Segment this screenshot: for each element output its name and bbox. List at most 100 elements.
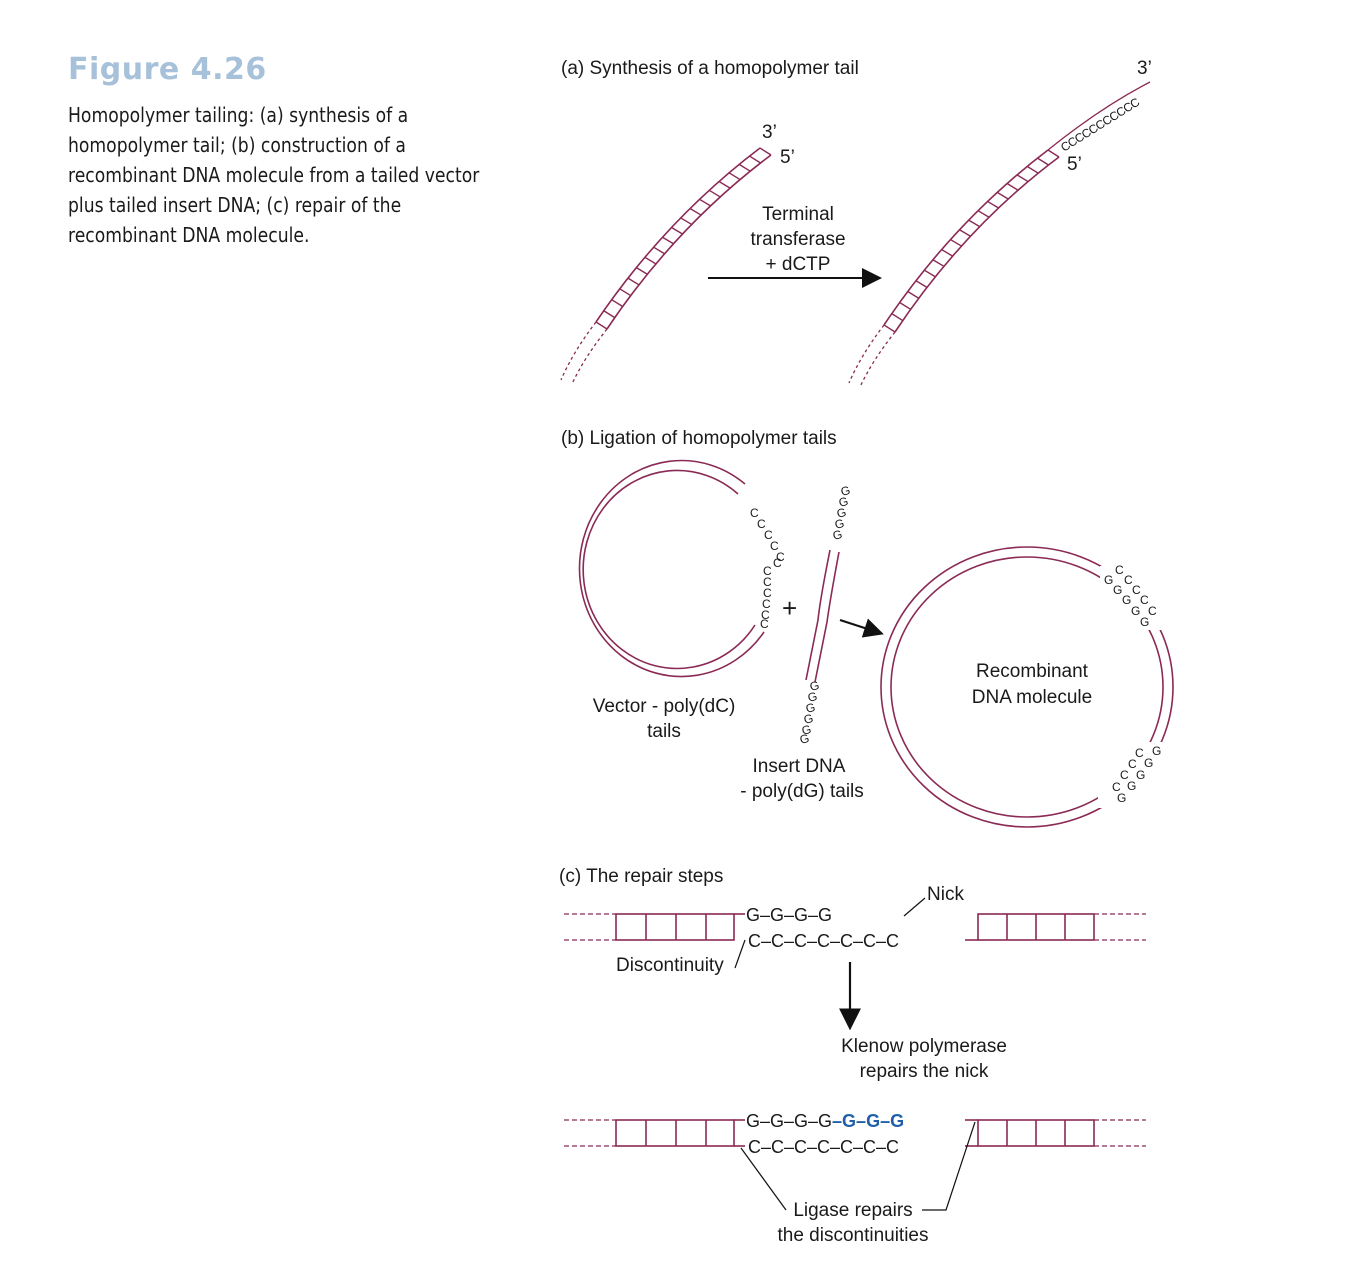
- base-pair-rung: [749, 155, 761, 164]
- g-base: G: [1117, 791, 1126, 805]
- base-pair-rung: [1016, 174, 1029, 183]
- g-base: G: [806, 689, 819, 705]
- base-pair-rung: [950, 238, 962, 247]
- klenow-label-line1: Klenow polymerase: [841, 1036, 1007, 1057]
- top-strand-g-bases: G–G–G–G: [746, 905, 832, 925]
- g-base: G: [835, 505, 848, 521]
- ligase-label-line2: the discontinuities: [777, 1225, 928, 1246]
- g-base: G: [1136, 768, 1145, 782]
- g-base: G: [1104, 573, 1113, 587]
- base-pair-rung: [883, 324, 896, 333]
- c-base: C: [1112, 780, 1121, 794]
- c-base: C: [776, 550, 785, 564]
- nick-label: Nick: [927, 884, 964, 905]
- base-pair-rung: [728, 172, 741, 181]
- g-base: G: [1140, 615, 1149, 629]
- base-pair-rung: [1037, 157, 1049, 166]
- base-pair-rung: [611, 299, 624, 308]
- base-pair-rung: [907, 290, 920, 299]
- panel-a-right-base-pairs: [883, 149, 1060, 333]
- g-base: G: [802, 711, 815, 727]
- g-base: G: [798, 731, 811, 747]
- g-base: G: [1113, 583, 1122, 597]
- g-base: G: [1131, 604, 1140, 618]
- c-base: C: [1128, 757, 1137, 771]
- vector-label-line1: Vector - poly(dC): [593, 696, 736, 717]
- left-5prime-label: 5’: [780, 147, 795, 168]
- recombinant-label-line1: Recombinant: [976, 661, 1089, 682]
- base-pair-rung: [1047, 149, 1060, 158]
- c-base: C: [763, 586, 772, 600]
- nick-pointer: [903, 897, 926, 917]
- base-pair-rung: [941, 248, 953, 257]
- base-pair-rung: [603, 310, 616, 319]
- base-pair-rung: [627, 277, 640, 286]
- panel-c-heading: (c) The repair steps: [559, 866, 723, 887]
- c-base: C: [762, 597, 771, 611]
- panel-a-left-base-pairs: [595, 147, 772, 330]
- g-base: G: [839, 483, 852, 499]
- c-base: C: [1132, 583, 1141, 597]
- base-pair-rung: [915, 280, 928, 289]
- g-base: G: [833, 516, 846, 532]
- ligase-pointer-right: [922, 1121, 976, 1211]
- c-base: C: [1148, 604, 1157, 618]
- c-base: C: [770, 539, 779, 553]
- duplex-before-repair: G–G–G–G C–C–C–C–C–C–C: [564, 905, 1146, 951]
- c-base: C: [1140, 593, 1149, 607]
- g-base: G: [831, 527, 844, 543]
- g-base: G: [808, 678, 821, 694]
- discontinuity-label: Discontinuity: [616, 955, 724, 976]
- c-base: C: [760, 617, 769, 631]
- base-pair-rung: [1006, 182, 1019, 191]
- figure-caption: Homopolymer tailing: (a) synthesis of a …: [68, 103, 480, 247]
- c-base: C: [761, 608, 770, 622]
- recombinant-label-line2: DNA molecule: [972, 687, 1092, 708]
- panel-b: (b) Ligation of homopolymer tails CCCCCC…: [561, 428, 1174, 828]
- bottom-strand-c-bases-after: C–C–C–C–C–C–C: [748, 1137, 899, 1157]
- top-strand-original-g-bases: G–G–G–G–G–G–G: [746, 1111, 904, 1131]
- insert-label-line1: Insert DNA: [753, 756, 846, 777]
- base-pair-rung: [899, 301, 912, 310]
- base-pair-rung: [689, 207, 702, 216]
- c-base: C: [763, 564, 772, 578]
- left-3prime-label: 3’: [762, 122, 777, 143]
- right-3prime-label: 3’: [1137, 58, 1152, 79]
- base-pair-rung: [644, 256, 657, 265]
- vector-label-line2: tails: [647, 721, 681, 742]
- base-pair-rung: [959, 229, 971, 237]
- panel-a-right-dna: [848, 81, 1151, 388]
- base-pair-rung: [718, 180, 731, 189]
- enzyme-label-line1: Terminal: [762, 204, 834, 225]
- g-base: G: [837, 494, 850, 510]
- plus-sign: +: [782, 593, 797, 623]
- base-pair-rung: [759, 147, 772, 156]
- enzyme-label-line2: transferase: [750, 229, 845, 250]
- base-pair-rung: [891, 313, 904, 322]
- c-base: C: [757, 517, 766, 531]
- base-pair-rung: [619, 288, 632, 297]
- base-pair-rung: [968, 219, 981, 228]
- c-base: C: [763, 575, 772, 589]
- panel-a-heading: (a) Synthesis of a homopolymer tail: [561, 58, 859, 79]
- base-pair-rung: [671, 226, 683, 235]
- ligase-pointer-left: [740, 1147, 787, 1211]
- c-base: C: [1135, 746, 1144, 760]
- c-base: C: [1120, 768, 1129, 782]
- g-base: G: [1144, 756, 1153, 770]
- base-pair-rung: [653, 246, 665, 255]
- insert-label-line2: - poly(dG) tails: [740, 781, 864, 802]
- panel-c: (c) The repair steps G–G–G–G C–C–C–C–C–C…: [559, 866, 1146, 1246]
- g-base: G: [804, 700, 817, 716]
- klenow-label-line2: repairs the nick: [860, 1061, 989, 1082]
- enzyme-label-line3: + dCTP: [766, 254, 831, 275]
- figure-title: Figure 4.26: [68, 52, 267, 87]
- duplex-after-repair: G–G–G–G–G–G–G C–C–C–C–C–C–C: [564, 1111, 1146, 1157]
- c-base: C: [1115, 563, 1124, 577]
- base-pair-rung: [699, 198, 711, 207]
